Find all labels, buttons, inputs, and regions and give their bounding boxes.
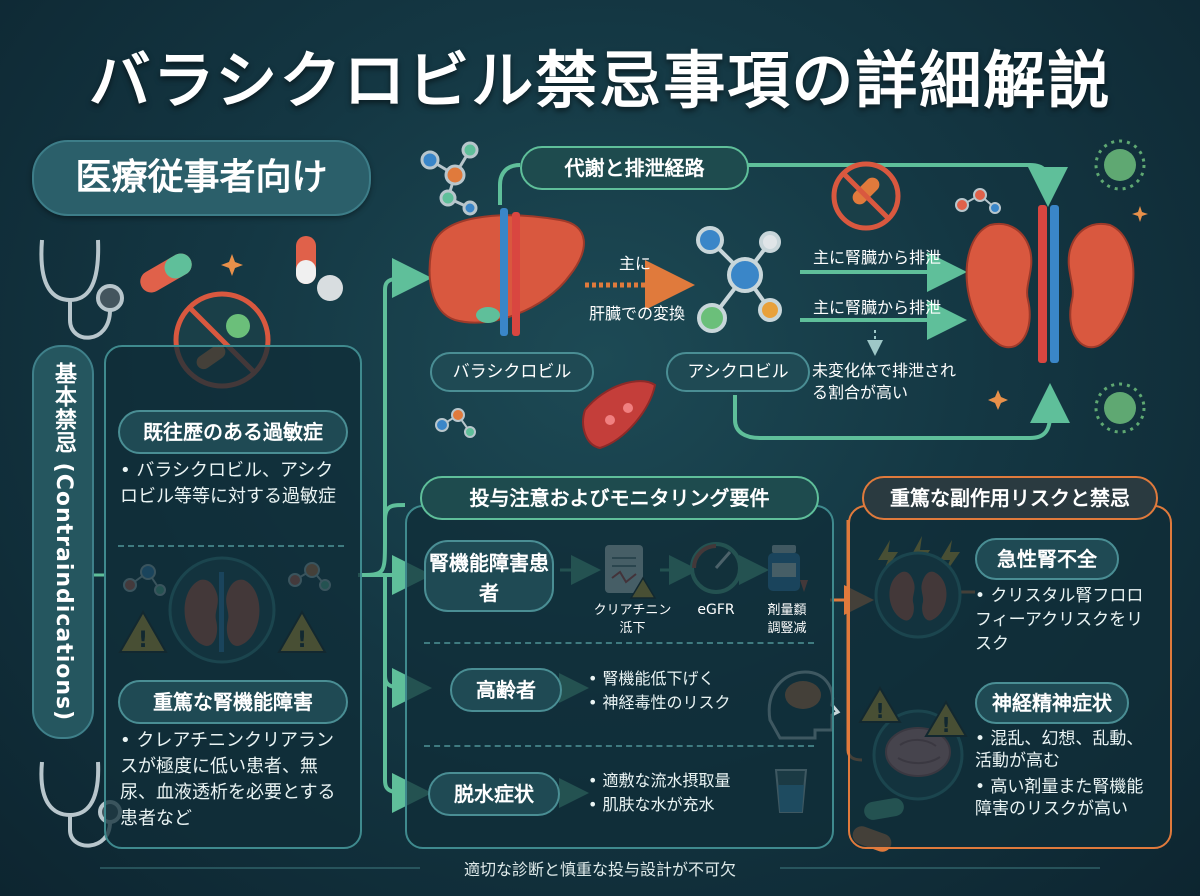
renal-step-egfr: eGFR (697, 602, 735, 618)
renal-heading: 重篤な腎機能障害 (118, 680, 348, 724)
arrow-label-top: 主に (618, 254, 651, 273)
hypersensitivity-heading: 既往歴のある過敏症 (118, 410, 348, 454)
drug-label: バラシクロビル (430, 352, 594, 392)
neuro-heading: 神経精神症状 (975, 682, 1129, 724)
molecule-icon (696, 226, 782, 333)
renal-bullet: • クレアチニンクリアランスが極度に低い患者、無尿、血液透析を必要とする患者など (120, 730, 336, 829)
excretion-arrows (800, 252, 967, 340)
virus-icon (1094, 382, 1146, 434)
dehydration-bullet-2: • 肌肤な水が充水 (588, 795, 715, 814)
aki-heading: 急性腎不全 (975, 538, 1119, 580)
contraindications-label: 基本禁忌 (Contraindications) (32, 345, 94, 739)
neuro-bullet-1: • 混乱、幻想、乱動、活動が高む (975, 729, 1144, 771)
renal-step-creatinine: クリアチニン 泜下 (593, 603, 672, 636)
stethoscope-icon (39, 239, 124, 340)
arrow-label-bottom: 肝臓での変換 (588, 304, 685, 323)
blood-vessel-icon (582, 380, 657, 450)
monitoring-divider (424, 642, 814, 644)
renal-patient-label: 腎機能障害患者 (424, 540, 554, 612)
liver-icon (428, 208, 585, 336)
elderly-bullet-2: • 神経毒性のリスク (588, 693, 731, 712)
elderly-bullet-1: • 腎機能低下げく (588, 669, 715, 688)
elderly-label: 高齢者 (450, 668, 562, 712)
virus-icon (1094, 139, 1146, 191)
monitoring-divider (424, 745, 814, 747)
metabolism-loop (498, 163, 1070, 440)
metabolism-heading: 代謝と排泄経路 (520, 146, 749, 190)
molecule-icon (420, 141, 479, 216)
unchanged-note: 未変化体で排泄される割合が高い (812, 361, 957, 402)
excretion-label-2: 主に腎臓から排泄 (812, 298, 941, 317)
page-title: バラシクロビル禁忌事項の詳細解説 (88, 44, 1112, 117)
molecule-icon (955, 188, 1001, 214)
pill-icon (140, 253, 192, 293)
metabolite-label: アシクロビル (666, 352, 810, 392)
aki-bullet: • クリスタル腎フロロフィーアクリスクをリスク (975, 586, 1144, 654)
pill-icon (296, 236, 343, 301)
excretion-label-1: 主に腎臓から排泄 (812, 248, 941, 267)
risk-heading: 重篤な副作用リスクと禁忌 (862, 476, 1158, 520)
monitoring-heading: 投与注意およびモニタリング要件 (420, 476, 819, 520)
renal-step-dose: 剤量纇 調豎减 (767, 603, 807, 636)
footer-note: 適切な診断と慎重な投与設計が不可欠 (463, 860, 736, 879)
dehydration-bullet-1: • 適敷な流水摂取量 (588, 771, 731, 790)
hypersensitivity-bullet: • バラシクロビル、アシクロビル等等に対する過敏症 (120, 460, 336, 507)
audience-badge: 医療従事者向け (32, 140, 371, 216)
left-divider (118, 545, 344, 547)
kidney-icon (965, 205, 1135, 363)
sparkle-icon (221, 206, 1148, 410)
no-drug-icon (831, 161, 901, 231)
dehydration-label: 脱水症状 (428, 772, 560, 816)
neuro-bullet-2: • 高い剤量また腎機能障害のリスクが高い (975, 777, 1144, 819)
molecule-icon (435, 408, 476, 438)
